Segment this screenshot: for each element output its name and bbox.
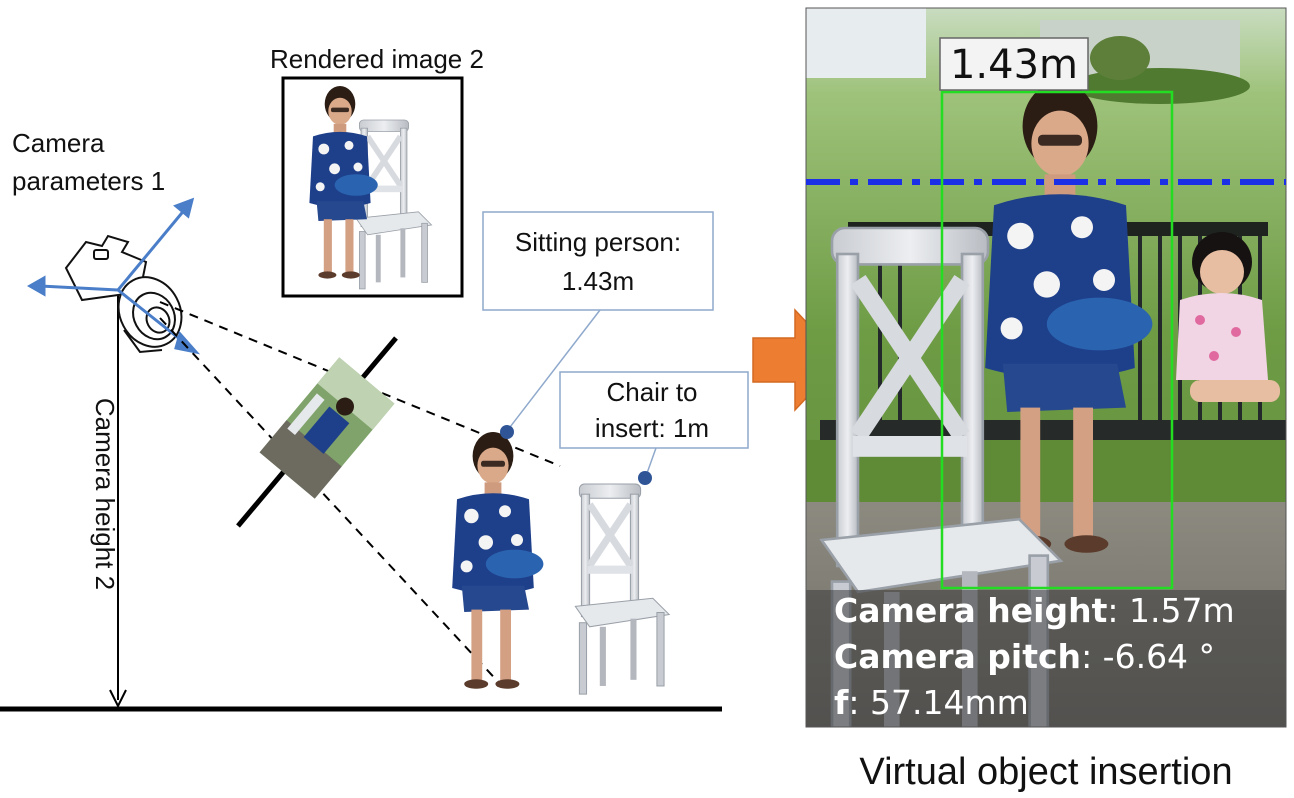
camera-pitch-value: : -6.64 ° [1081, 637, 1215, 676]
chair-callout-line1: Chair to [606, 377, 697, 407]
projected-image-thumbnail [259, 357, 395, 499]
camera-height-key: Camera height [834, 591, 1108, 630]
camera-pitch-stat: Camera pitch: -6.64 ° [834, 637, 1215, 676]
focal-length-stat: f: 57.14mm [834, 683, 1029, 722]
camera-height-label: Camera height 2 [90, 398, 120, 590]
camera-params-label-line2: parameters 1 [12, 166, 165, 196]
person-callout-line1: Sitting person: [515, 227, 681, 257]
chair-callout-line2: insert: 1m [595, 413, 709, 443]
camera-icon [64, 234, 183, 354]
person-callout-line2: 1.43m [562, 266, 634, 296]
scene-chair [575, 484, 669, 694]
person-bounding-box [940, 90, 1174, 590]
scene-person [452, 432, 544, 689]
camera-axes [26, 197, 201, 355]
rendered-image-title: Rendered image 2 [270, 44, 484, 74]
camera-height-arrow [109, 292, 127, 709]
result-photo-frame [805, 7, 1287, 728]
focal-key: f [834, 683, 849, 722]
camera-height-value: : 1.57m [1107, 591, 1234, 630]
result-photo [806, 8, 1286, 727]
caption: Virtual object insertion [859, 751, 1232, 793]
bbox-height-label: 1.43m [950, 42, 1078, 88]
camera-height-stat: Camera height: 1.57m [834, 591, 1235, 630]
camera-params-label-line1: Camera [12, 128, 105, 158]
person-callout: Sitting person: 1.43m [482, 211, 714, 439]
camera-pitch-key: Camera pitch [834, 637, 1081, 676]
bbox-height-label-bg [939, 37, 1089, 91]
focal-value: : 57.14mm [848, 683, 1028, 722]
chair-callout: Chair to insert: 1m [559, 371, 749, 485]
